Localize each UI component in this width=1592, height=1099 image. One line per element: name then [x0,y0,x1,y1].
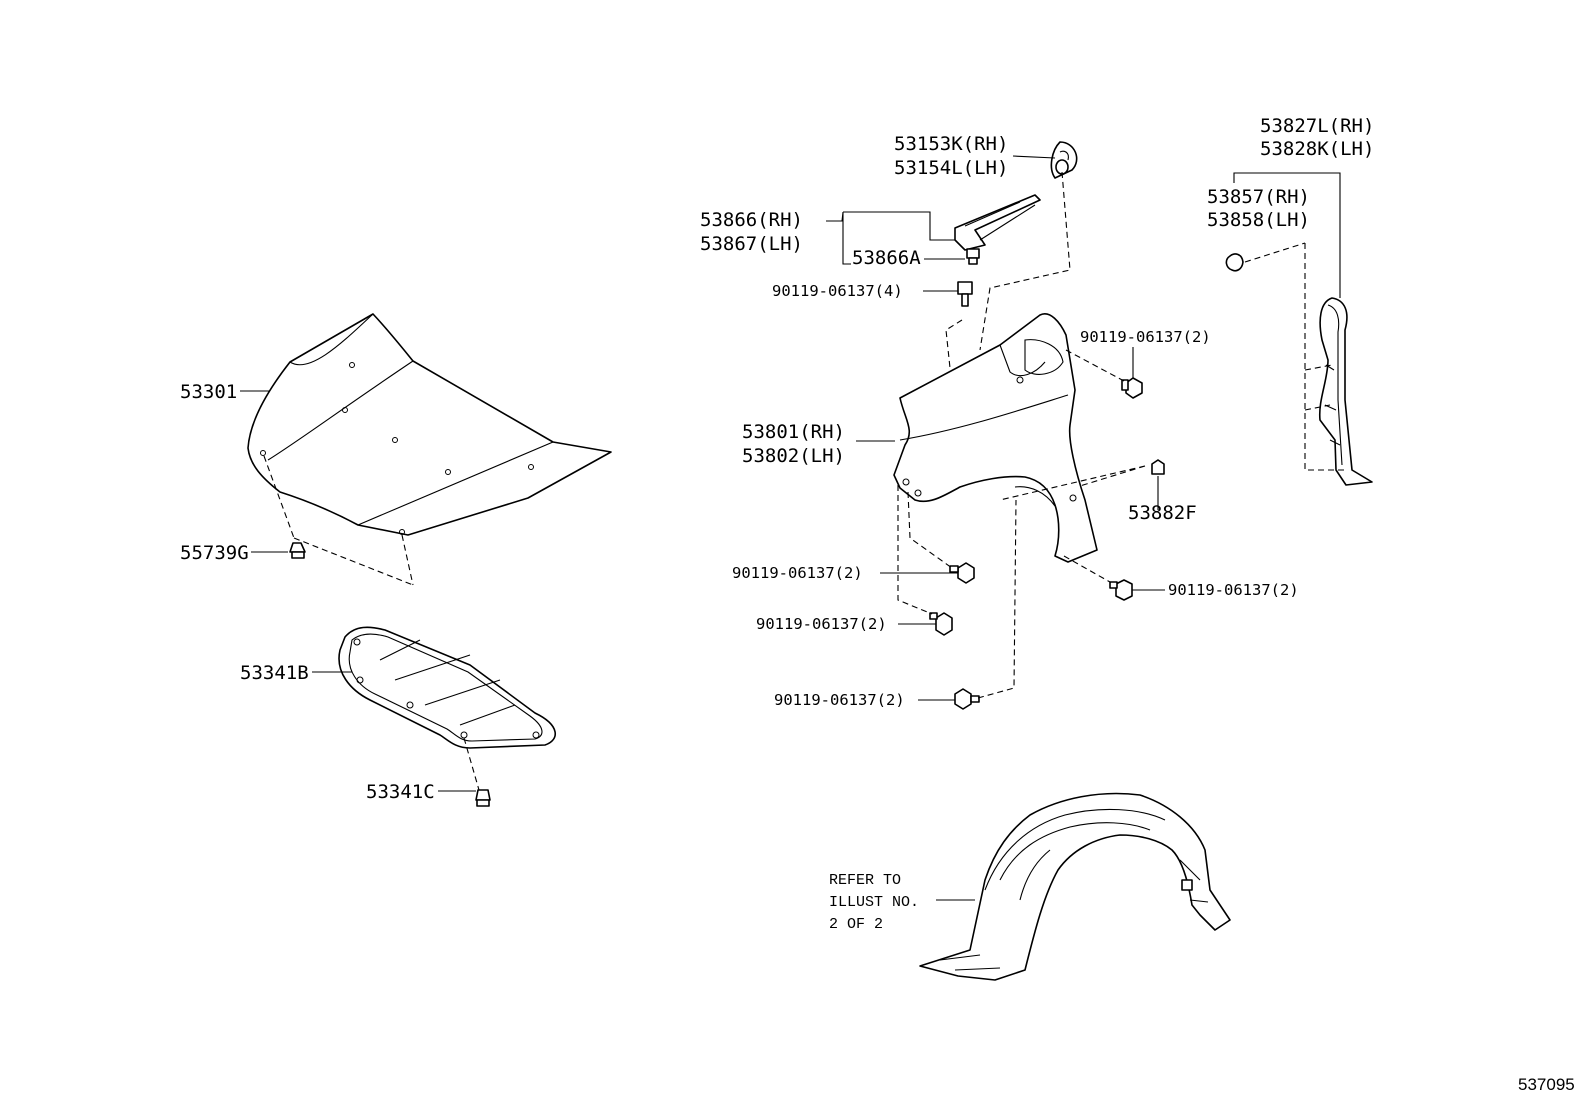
label-seal-lh: 53828K(LH) [1260,138,1374,160]
label-bolt-left-2: 90119-06137(2) [756,615,887,633]
hood-clip-icon [289,542,306,559]
label-bolt-left-3: 90119-06137(2) [774,691,905,709]
fender-bracket-illustration [954,194,1041,265]
fender-cover-illustration [1050,141,1078,179]
bolt-left-2-icon [929,612,953,636]
label-bracket-lh: 53867(LH) [700,233,803,255]
label-bracket-rh: 53866(RH) [700,209,803,231]
label-fender-rh: 53801(RH) [742,421,845,443]
bolt-upper-right-icon [1121,377,1143,399]
liner-note-line2: ILLUST NO. [829,894,919,911]
illustration-number: 537095 [1518,1075,1575,1094]
label-insulator: 53341B [240,662,309,684]
bolt-left-3-icon [954,688,980,710]
label-bracket-clip: 53866A [852,247,921,269]
label-cover-rh: 53153K(RH) [894,133,1008,155]
bolt-right-icon [1109,579,1133,601]
label-hood: 53301 [180,381,237,403]
bolt-left-1-icon [949,562,975,584]
bolt-top-icon [957,281,973,307]
fender-clip-icon [1151,459,1165,475]
label-fender-clip: 53882F [1128,502,1197,524]
label-bolt-right: 90119-06137(2) [1168,581,1299,599]
label-seal-clip-lh: 53858(LH) [1207,209,1310,231]
label-bolt-left-1: 90119-06137(2) [732,564,863,582]
insulator-clip-icon [475,789,491,807]
seal-clip-icon [1225,253,1244,272]
label-seal-rh: 53827L(RH) [1260,115,1374,137]
label-bolt-upper-right: 90119-06137(2) [1080,328,1211,346]
label-hood-clip: 55739G [180,542,249,564]
label-fender-lh: 53802(LH) [742,445,845,467]
fender-liner-illustration [919,792,1231,981]
label-insulator-clip: 53341C [366,781,435,803]
front-fender-illustration [893,313,1098,563]
hood-illustration [247,313,612,536]
liner-note-line3: 2 OF 2 [829,916,883,933]
fender-seal-illustration [1318,297,1373,486]
liner-note-line1: REFER TO [829,872,901,889]
hood-insulator-illustration [338,626,556,749]
label-seal-clip-rh: 53857(RH) [1207,186,1310,208]
label-bolt-top: 90119-06137(4) [772,282,903,300]
label-cover-lh: 53154L(LH) [894,157,1008,179]
